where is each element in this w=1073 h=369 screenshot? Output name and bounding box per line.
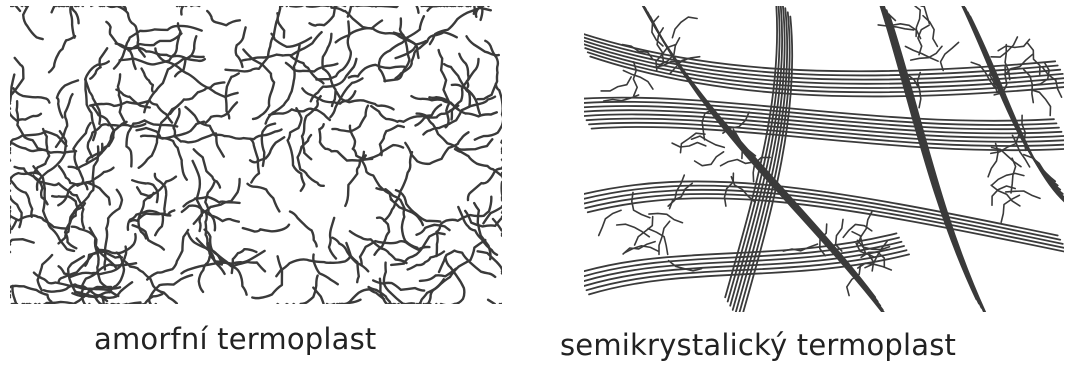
amorphous-chain <box>670 183 693 208</box>
amorphous-chain <box>905 46 938 61</box>
amorphous-chain <box>692 136 725 147</box>
amorphous-chain <box>911 46 942 60</box>
crystalline-chain <box>889 14 989 312</box>
amorphous-structure-diagram <box>10 6 502 304</box>
polymer-chain <box>214 130 281 140</box>
polymer-chain <box>455 149 502 184</box>
polymer-chain <box>207 11 240 25</box>
polymer-chain <box>38 255 53 290</box>
polymer-chain <box>349 65 404 78</box>
amorphous-chain <box>599 210 621 235</box>
amorphous-chain <box>1001 195 1019 222</box>
polymer-chain <box>430 257 464 304</box>
polymer-chain <box>72 227 120 289</box>
polymer-chain <box>348 6 397 17</box>
polymer-chain <box>322 34 335 106</box>
amorphous-chain <box>672 143 706 148</box>
polymer-chain <box>23 6 43 39</box>
amorphous-chain <box>836 219 843 251</box>
amorphous-chain <box>721 160 755 166</box>
polymer-chain <box>208 243 247 295</box>
polymer-chain <box>118 74 126 123</box>
amorphous-chain <box>635 217 653 245</box>
polymer-chain <box>188 233 265 264</box>
polymer-chain <box>488 300 502 304</box>
polymer-chain <box>316 21 350 79</box>
polymer-chain <box>142 69 153 92</box>
crystalline-chain <box>584 98 1054 121</box>
polymer-chain <box>106 22 135 69</box>
polymer-chain <box>417 6 469 13</box>
polymer-chain <box>90 101 172 123</box>
polymer-chain <box>501 141 502 154</box>
polymer-chain <box>194 149 220 187</box>
polymer-chain <box>337 300 360 304</box>
amorphous-chain <box>923 16 937 47</box>
polymer-chain <box>243 225 289 232</box>
caption-semicrystalline: semikrystalický termoplast <box>560 328 956 362</box>
polymer-chain <box>57 80 78 117</box>
crystalline-chain <box>881 6 981 308</box>
amorphous-chain <box>843 224 872 237</box>
polymer-chain <box>408 252 444 270</box>
polymer-chain <box>90 228 116 267</box>
polymer-chain <box>52 196 78 248</box>
polymer-chain <box>272 34 312 47</box>
polymer-chain <box>10 286 51 302</box>
amorphous-chain <box>992 173 1024 185</box>
panel-semicrystalline: semikrystalický termoplast <box>560 0 1073 369</box>
polymer-chain <box>10 143 45 161</box>
amorphous-chain <box>941 42 959 70</box>
polymer-chain <box>206 102 237 122</box>
amorphous-chain <box>918 25 929 55</box>
polymer-chain <box>177 6 199 15</box>
amorphous-chain <box>858 263 892 270</box>
amorphous-chain <box>1028 43 1040 74</box>
amorphous-chain <box>672 17 697 38</box>
polymer-chain <box>313 288 345 304</box>
polymer-chain <box>10 239 34 252</box>
polymer-chain <box>54 6 78 23</box>
polymer-chain <box>199 256 210 292</box>
polymer-chain <box>302 96 321 159</box>
amorphous-chain <box>601 77 631 91</box>
polymer-chain <box>278 276 318 304</box>
amorphous-chain <box>617 224 650 237</box>
polymer-chain <box>242 32 321 60</box>
polymer-chain <box>10 208 67 229</box>
polymer-chain <box>70 6 83 38</box>
polymer-chain <box>350 126 403 160</box>
polymer-chain <box>248 184 280 212</box>
polymer-chain <box>59 203 85 243</box>
polymer-chain <box>310 6 353 26</box>
polymer-chain <box>73 123 90 189</box>
panel-amorphous: amorfní termoplast <box>0 0 520 369</box>
polymer-chain <box>49 36 75 72</box>
polymer-chain <box>13 88 49 102</box>
crystalline-chain <box>584 181 1058 235</box>
polymer-chain <box>371 105 441 122</box>
semicrystalline-structure-diagram <box>584 6 1064 312</box>
polymer-chain <box>483 173 502 223</box>
polymer-chain <box>350 231 407 263</box>
amorphous-chain <box>649 213 683 222</box>
polymer-chain <box>290 212 317 247</box>
amorphous-chain <box>695 152 724 166</box>
polymer-chain <box>278 6 287 38</box>
caption-amorphous: amorfní termoplast <box>94 322 376 356</box>
